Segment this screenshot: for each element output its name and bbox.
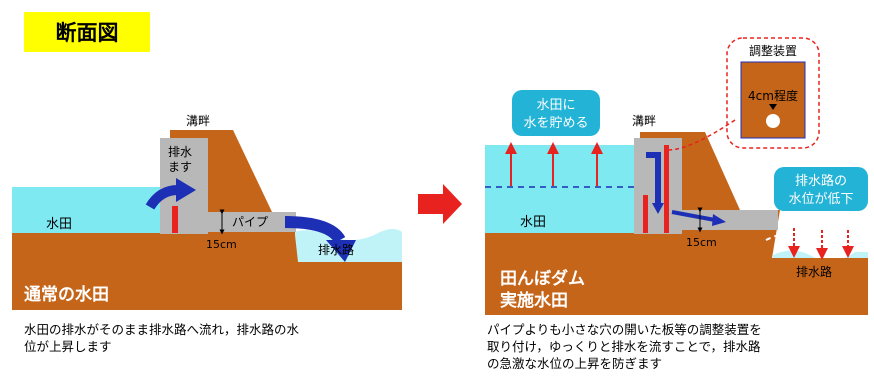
right-label-canal: 排水路 xyxy=(796,264,832,279)
left-banner: 通常の水田 xyxy=(24,284,109,305)
device-hole-label: 4cm程度 xyxy=(748,88,798,103)
right-banner: 田んぼダム実施水田 xyxy=(500,268,585,311)
left-scene: 水田 溝畔 排水ます パイプ 15cm 排水路 通常の水田 xyxy=(12,114,402,310)
right-red-plate-b xyxy=(664,145,669,233)
left-label-mizo: 溝畔 xyxy=(186,114,210,128)
right-inflow-arrow xyxy=(646,152,661,205)
right-paddy-water xyxy=(485,145,638,233)
section-title: 断面図 xyxy=(24,12,150,52)
right-label-15cm: 15cm xyxy=(686,236,717,249)
right-label-paddy: 水田 xyxy=(520,215,546,230)
right-caption: パイプよりも小さな穴の開いた板等の調整装置を 取り付け，ゆっくりと排水を流すこと… xyxy=(487,322,762,371)
left-label-paddy: 水田 xyxy=(46,217,72,232)
svg-text:水田に水を貯める: 水田に水を貯める xyxy=(523,98,588,131)
left-paddy-water xyxy=(12,187,170,233)
left-outflow-arrow xyxy=(284,216,346,244)
left-label-drain-box: 排水ます xyxy=(168,145,192,174)
transition-arrow xyxy=(418,184,462,224)
left-inflow-arrow xyxy=(145,185,179,210)
callout-canal-drop xyxy=(774,167,868,211)
svg-text:排水路の水位が低下: 排水路の水位が低下 xyxy=(788,173,853,207)
device-hole xyxy=(766,114,780,128)
left-label-canal: 排水路 xyxy=(318,242,354,257)
left-red-plate xyxy=(172,206,178,233)
right-label-mizo: 溝畔 xyxy=(632,114,656,128)
right-red-plate-a xyxy=(643,195,648,233)
device-callout-frame xyxy=(726,37,820,149)
device-callout-leader xyxy=(667,119,736,151)
right-canal-old-level xyxy=(765,227,866,243)
left-label-15cm: 15cm xyxy=(206,238,237,251)
device-title: 調整装置 xyxy=(749,43,797,58)
left-caption: 水田の排水がそのまま排水路へ流れ，排水路の水 位が上昇します xyxy=(24,322,300,354)
right-pipe xyxy=(682,210,778,230)
right-outflow-arrow xyxy=(671,210,716,222)
left-pipe xyxy=(208,212,296,232)
callout-store-water xyxy=(512,90,600,136)
right-scene: 水田に水を貯める 排水路の水位が低下 調整装置 4cm程度 水田 溝畔 15cm… xyxy=(485,37,868,315)
left-label-pipe: パイプ xyxy=(232,215,268,229)
